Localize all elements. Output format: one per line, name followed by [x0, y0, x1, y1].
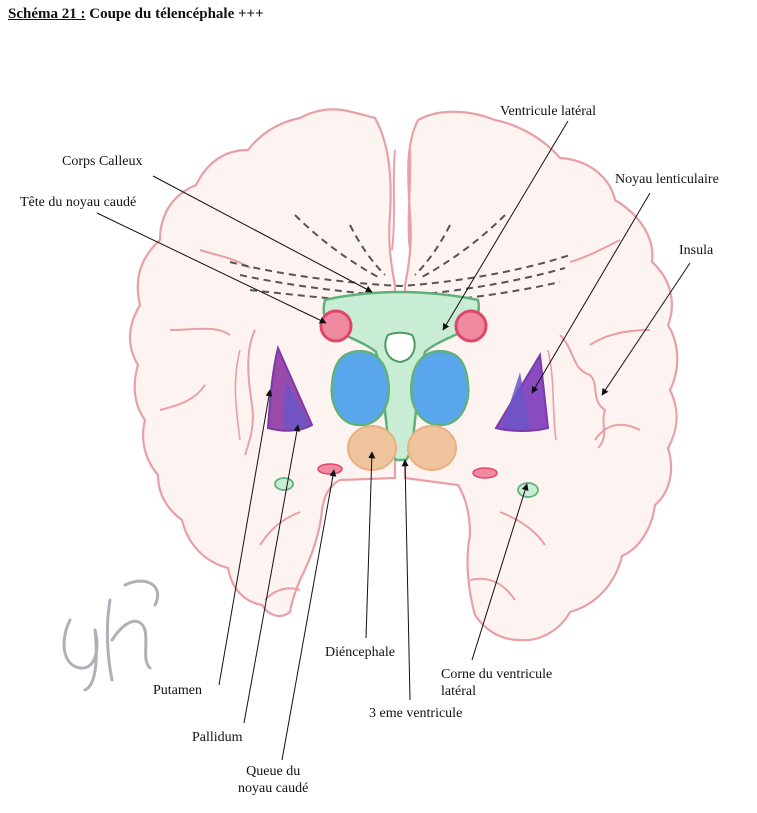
label-corne-ventricule-lateral: Corne du ventricule latéral	[441, 666, 552, 700]
label-corne-line2: latéral	[441, 684, 476, 699]
label-queue-noyau-caude: Queue du noyau caudé	[238, 763, 308, 797]
label-diencephale: Diéncephale	[325, 645, 395, 660]
right-diencephalon-nucleus	[407, 425, 457, 471]
label-corps-calleux: Corps Calleux	[62, 154, 143, 169]
label-queue-line1: Queue du	[246, 764, 301, 779]
left-caudate-tail	[317, 463, 343, 475]
right-thalamus	[409, 349, 470, 427]
right-caudate-head	[454, 309, 488, 343]
label-corne-line1: Corne du ventricule	[441, 667, 553, 682]
right-caudate-tail	[472, 467, 498, 479]
label-noyau-lenticulaire: Noyau lenticulaire	[615, 172, 719, 187]
right-temporal-horn	[517, 482, 539, 498]
figure-number: Schéma 21 :	[8, 6, 86, 22]
left-thalamus	[330, 349, 391, 427]
label-putamen: Putamen	[153, 683, 202, 698]
left-hemisphere	[128, 108, 397, 618]
figure-title-text: Coupe du télencéphale +++	[89, 6, 264, 22]
label-leader-lines	[96, 120, 691, 761]
right-pallidum	[502, 372, 530, 430]
label-3eme-ventricule: 3 eme ventricule	[369, 706, 463, 721]
label-insula: Insula	[679, 243, 714, 258]
label-queue-line2: noyau caudé	[238, 781, 309, 796]
left-temporal-horn	[274, 477, 294, 491]
figure-title: Schéma 21 : Coupe du télencéphale +++	[8, 6, 264, 23]
septum-pellucidum	[384, 331, 416, 364]
label-ventricule-lateral: Ventricule latéral	[500, 104, 597, 119]
label-pallidum: Pallidum	[192, 730, 243, 745]
left-diencephalon-nucleus	[347, 425, 397, 471]
left-pallidum	[283, 380, 310, 430]
label-tete-noyau-caude: Tête du noyau caudé	[20, 195, 137, 210]
ventricular-system	[322, 290, 481, 462]
right-insula-fold	[559, 334, 607, 449]
left-insula-fold	[244, 329, 256, 456]
cortical-sulci	[159, 149, 651, 601]
handwritten-signature-icon	[62, 579, 160, 692]
left-caudate-head	[319, 309, 353, 343]
